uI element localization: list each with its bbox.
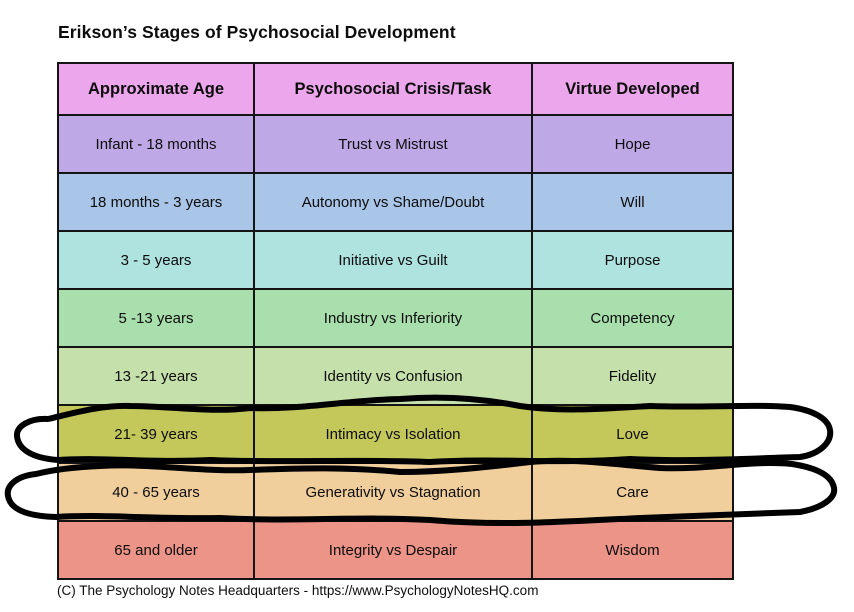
table-cell-virtue: Competency (531, 288, 734, 348)
table-cell-age: Infant - 18 months (57, 114, 255, 174)
table-cell-virtue: Care (531, 462, 734, 522)
table-cell-virtue: Hope (531, 114, 734, 174)
table-cell-virtue: Fidelity (531, 346, 734, 406)
table-cell-virtue: Purpose (531, 230, 734, 290)
table-cell-age: 65 and older (57, 520, 255, 580)
table-cell-age: 5 -13 years (57, 288, 255, 348)
table-cell-age: 13 -21 years (57, 346, 255, 406)
table-cell-crisis: Intimacy vs Isolation (253, 404, 533, 464)
table-cell-age: 18 months - 3 years (57, 172, 255, 232)
table-cell-crisis: Initiative vs Guilt (253, 230, 533, 290)
table-cell-age: 3 - 5 years (57, 230, 255, 290)
table-cell-age: 21- 39 years (57, 404, 255, 464)
table-cell-virtue: Wisdom (531, 520, 734, 580)
table-cell-crisis: Integrity vs Despair (253, 520, 533, 580)
table-cell-age: 40 - 65 years (57, 462, 255, 522)
page-title: Erikson’s Stages of Psychosocial Develop… (58, 22, 456, 42)
table-cell-crisis: Autonomy vs Shame/Doubt (253, 172, 533, 232)
col-header-virtue-developed: Virtue Developed (531, 62, 734, 116)
col-header-approximate-age: Approximate Age (57, 62, 255, 116)
table-cell-crisis: Industry vs Inferiority (253, 288, 533, 348)
table-cell-crisis: Generativity vs Stagnation (253, 462, 533, 522)
col-header-psychosocial-crisis: Psychosocial Crisis/Task (253, 62, 533, 116)
footer-credit: (C) The Psychology Notes Headquarters - … (57, 583, 539, 598)
erikson-stages-table: Approximate Age Psychosocial Crisis/Task… (57, 62, 734, 580)
table-cell-virtue: Love (531, 404, 734, 464)
table-cell-crisis: Identity vs Confusion (253, 346, 533, 406)
table-cell-crisis: Trust vs Mistrust (253, 114, 533, 174)
table-cell-virtue: Will (531, 172, 734, 232)
header-row: Approximate Age Psychosocial Crisis/Task… (57, 62, 734, 116)
